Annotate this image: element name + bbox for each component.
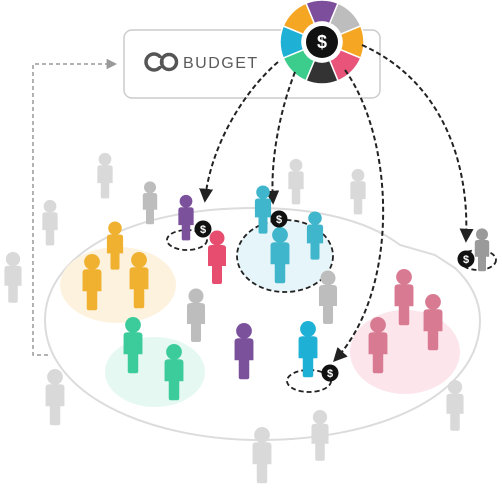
coin-icon: $ — [321, 364, 339, 382]
wheel-center-symbol: $ — [317, 32, 327, 52]
person-icon — [42, 199, 58, 246]
coin-icon: $ — [194, 220, 212, 238]
green-group-halo — [105, 337, 205, 407]
person-icon — [45, 369, 65, 426]
budget-wheel: $ — [279, 0, 365, 85]
person-icon — [311, 409, 329, 461]
wheel-segment — [282, 2, 316, 36]
arrow-to-purple — [199, 61, 279, 203]
feedback-loop-line — [32, 58, 118, 356]
coin-icon: $ — [270, 210, 288, 228]
person-icon — [350, 168, 366, 215]
person-icon — [288, 158, 304, 205]
wheel-center-coin-icon — [306, 26, 338, 58]
svg-text:$: $ — [276, 214, 282, 226]
arrow-to-blue-group — [265, 71, 296, 205]
cobudget-co-logo-icon — [144, 52, 179, 72]
svg-text:$: $ — [200, 224, 206, 236]
person-icon — [4, 251, 22, 303]
person-icon — [97, 152, 113, 199]
arrow-to-blue-single — [333, 69, 385, 363]
person-icon — [446, 379, 464, 431]
coin-icon: $ — [457, 250, 475, 268]
person-icon — [252, 427, 272, 484]
coins: $ $ $ $ — [194, 210, 475, 382]
svg-text:$: $ — [327, 368, 333, 380]
person-icon — [142, 181, 158, 225]
allocation-arrows — [199, 44, 474, 363]
brand-name: BUDGET — [183, 55, 259, 72]
svg-text:$: $ — [463, 254, 469, 266]
